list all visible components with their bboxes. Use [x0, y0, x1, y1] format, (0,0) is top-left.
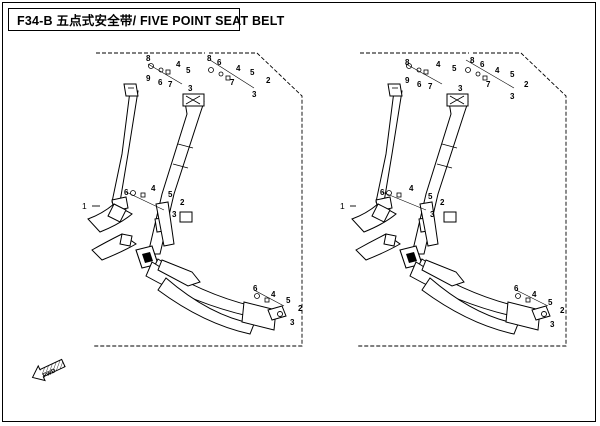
callout-4: 4 — [176, 60, 181, 69]
callout-4: 4 — [495, 66, 500, 75]
callout-2: 2 — [298, 304, 303, 313]
callout-5: 5 — [168, 190, 173, 199]
callout-6: 6 — [124, 188, 129, 197]
right-hardware — [386, 63, 531, 303]
callout-5: 5 — [428, 192, 433, 201]
callout-3: 3 — [252, 90, 257, 99]
callout-5: 5 — [510, 70, 515, 79]
callout-2: 2 — [560, 306, 565, 315]
callout-7: 7 — [486, 80, 491, 89]
diagram-title: F34-B 五点式安全带/ FIVE POINT SEAT BELT — [17, 14, 285, 28]
callout-6: 6 — [217, 58, 222, 67]
callout-8: 8 — [405, 58, 410, 67]
callout-5: 5 — [286, 296, 291, 305]
callout-4: 4 — [409, 184, 414, 193]
callout-3: 3 — [510, 92, 515, 101]
callout-4: 4 — [436, 60, 441, 69]
callout-3: 3 — [550, 320, 555, 329]
callout-7: 7 — [230, 78, 235, 87]
callout-3: 3 — [290, 318, 295, 327]
callout-4: 4 — [271, 290, 276, 299]
front-arrow-label: FWD — [42, 368, 57, 380]
callout-2: 2 — [180, 198, 185, 207]
callout-3: 3 — [458, 84, 463, 93]
callout-8: 8 — [470, 56, 475, 65]
callout-8: 8 — [207, 54, 212, 63]
drawing-frame — [2, 2, 596, 422]
front-arrow-icon — [31, 358, 66, 382]
callout-9: 9 — [405, 76, 410, 85]
callout-3: 3 — [188, 84, 193, 93]
callout-4: 4 — [151, 184, 156, 193]
callout-3: 3 — [430, 210, 435, 219]
callout-8: 8 — [146, 54, 151, 63]
callout-3: 3 — [172, 210, 177, 219]
assembly-label-right: 1 — [340, 201, 345, 211]
callout-2: 2 — [266, 76, 271, 85]
callout-6: 6 — [158, 78, 163, 87]
diagram-title-box: F34-B 五点式安全带/ FIVE POINT SEAT BELT — [8, 8, 284, 31]
callout-4: 4 — [236, 64, 241, 73]
callout-7: 7 — [168, 80, 173, 89]
callout-5: 5 — [452, 64, 457, 73]
callout-6: 6 — [480, 60, 485, 69]
callout-2: 2 — [440, 198, 445, 207]
callout-5: 5 — [186, 66, 191, 75]
callout-5: 5 — [250, 68, 255, 77]
callout-6: 6 — [380, 188, 385, 197]
callout-5: 5 — [548, 298, 553, 307]
callout-9: 9 — [146, 74, 151, 83]
callout-6: 6 — [514, 284, 519, 293]
callout-4: 4 — [532, 290, 537, 299]
callout-2: 2 — [524, 80, 529, 89]
callout-6: 6 — [253, 284, 258, 293]
assembly-label-left: 1 — [82, 201, 87, 211]
callout-6: 6 — [417, 80, 422, 89]
callout-7: 7 — [428, 82, 433, 91]
